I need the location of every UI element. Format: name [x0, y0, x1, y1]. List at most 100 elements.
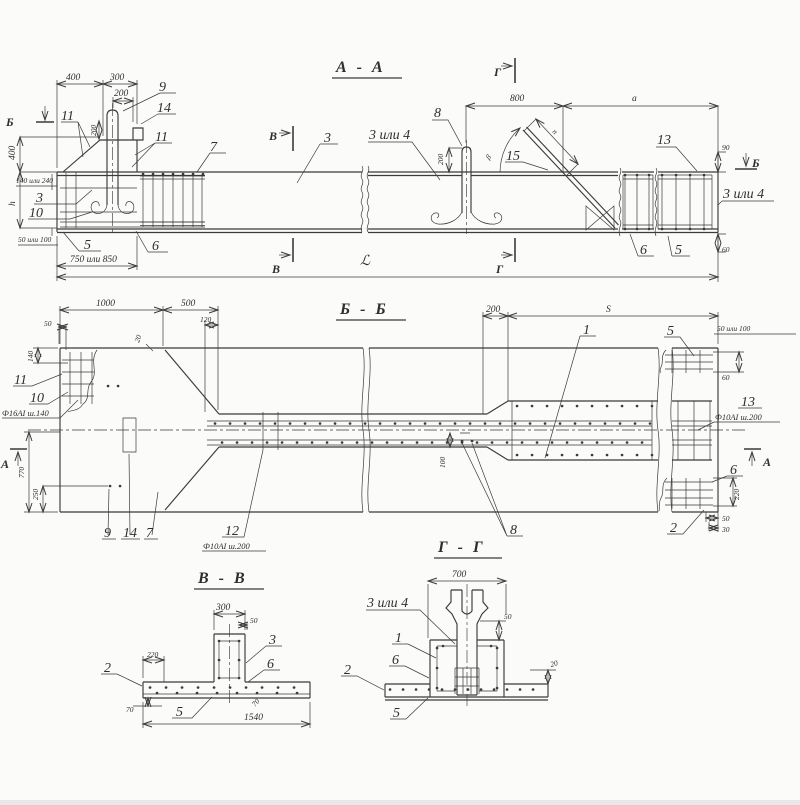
aa-label-5-end: 5 — [675, 243, 682, 258]
aa-cut-marker-b-right: Б — [735, 153, 760, 170]
vv-label-2: 2 — [104, 661, 111, 676]
aa-dim-800-text: 800 — [510, 94, 525, 104]
bb-cut-marker-a-right: А — [744, 448, 771, 469]
bb-end-cage-bars — [511, 401, 711, 460]
vv-dim-1540-text: 1540 — [244, 713, 263, 723]
aa-dim-a-text: а — [632, 94, 637, 104]
cut-label-a-right: А — [762, 455, 771, 469]
aa-dim-200-text: 200 — [114, 89, 129, 99]
bb-label-10: 10 — [30, 391, 44, 406]
aa-label-3or4-beam: 3 или 4 — [368, 128, 410, 143]
cut-label-v-bottom: В — [271, 262, 280, 276]
section-vv-title: В - В — [197, 570, 248, 587]
section-bb-title: Б - Б — [339, 301, 389, 318]
bb-label-12: 12 — [225, 524, 239, 539]
aa-dim-h400-text: 400 — [8, 146, 18, 161]
aa-label-14: 14 — [157, 101, 171, 116]
cut-label-g-top: Г — [493, 65, 502, 79]
vv-dim-300-text: 300 — [215, 603, 231, 613]
aa-dim-beta-text: β — [483, 152, 493, 162]
section-gg: Г - Г 700 50 20 3 или 4 1 6 2 5 — [341, 539, 559, 721]
gg-dim-50-text: 50 — [504, 612, 512, 621]
bb-label-6: 6 — [730, 463, 737, 478]
aa-label-15: 15 — [506, 149, 520, 164]
vv-stem-cage-dots — [217, 639, 241, 680]
vv-dim-220-text: 220 — [147, 650, 159, 659]
aa-dim-60-text: 60 — [722, 245, 730, 254]
aa-cut-marker-v-top: В — [268, 126, 294, 151]
aa-break-lines — [360, 165, 658, 237]
bb-leader-lines — [2, 333, 796, 552]
gg-label-5: 5 — [393, 706, 400, 721]
cut-label-a-left: А — [0, 457, 9, 471]
aa-loop-hooks — [90, 201, 135, 214]
gg-slab-outline — [384, 683, 549, 701]
aa-cut-marker-v-bottom: В — [271, 238, 294, 276]
bb-label-9: 9 — [104, 526, 111, 541]
bb-taper-lines — [164, 349, 712, 511]
gg-leader-lines — [341, 609, 456, 720]
vv-stem-cage — [218, 640, 240, 679]
gg-label-3or4: 3 или 4 — [366, 596, 408, 611]
bb-rebar-strips — [207, 420, 712, 446]
section-aa: А - А — [5, 58, 774, 282]
bb-spec-16: Ф16АI ш.140 — [2, 408, 50, 418]
gg-extension-lines — [427, 584, 556, 671]
bb-plate14 — [122, 417, 137, 453]
gg-label-1: 1 — [395, 631, 402, 646]
aa-dim-50-100-text: 50 или 100 — [18, 235, 52, 244]
bb-dim-60-text: 60 — [722, 373, 730, 382]
aa-leader-lines — [16, 92, 774, 257]
bb-mesh-topright — [659, 349, 713, 374]
aa-dim-fork200-text: 200 — [436, 154, 445, 166]
section-vv: В - В 300 50 220 70 1540 70 2 3 6 5 — [101, 570, 312, 728]
aa-label-5-left: 5 — [84, 238, 91, 253]
aa-cut-marker-b-left: Б — [5, 106, 54, 129]
gg-dim-700-text: 700 — [452, 570, 467, 580]
vv-dim-70-text: 70 — [126, 705, 134, 714]
section-gg-title: Г - Г — [437, 539, 486, 556]
bb-dim-140-text: 140 — [26, 351, 35, 363]
aa-cage7 — [140, 174, 205, 227]
bb-dim-250-text: 250 — [31, 489, 40, 501]
aa-dim-140-240-text: 140 или 240 — [16, 176, 53, 185]
bb-label-1: 1 — [583, 323, 590, 338]
bb-dim-g30-text: 30 — [721, 525, 730, 534]
section-bb: Б - Б — [0, 299, 796, 552]
aa-label-13: 13 — [657, 133, 671, 148]
vv-label-5: 5 — [176, 705, 183, 720]
aa-dim-300-text: 300 — [109, 73, 125, 83]
cut-label-b-right: Б — [751, 156, 760, 170]
bb-dim-500-text: 500 — [181, 299, 196, 309]
aa-label-3or4-end: 3 или 4 — [722, 187, 764, 202]
bb-dim-770-text: 770 — [17, 467, 26, 479]
bb-label-8: 8 — [510, 523, 517, 538]
aa-dim-n-text: n — [551, 127, 560, 136]
aa-label-3-beam: 3 — [323, 131, 331, 146]
cut-label-g-bottom: Г — [495, 262, 504, 276]
bb-dim-s-text: S — [606, 305, 611, 315]
aa-beam-outline — [56, 171, 719, 234]
bb-dim-120-text: 120 — [200, 315, 212, 324]
aa-dim-h-text: h — [8, 201, 18, 206]
vv-extension-lines — [133, 610, 311, 728]
aa-label-9: 9 — [159, 80, 166, 95]
aa-label-7: 7 — [210, 140, 218, 155]
bb-dim-1000-text: 1000 — [96, 299, 115, 309]
bb-mesh-topleft — [62, 349, 98, 413]
aa-label-8: 8 — [434, 106, 441, 121]
aa-cut-marker-g-bottom: Г — [495, 238, 516, 276]
aa-label-6-left: 6 — [152, 239, 159, 254]
gg-fork-outline — [445, 589, 489, 696]
aa-label-3-col: 3 — [35, 191, 43, 206]
aa-label-11-right: 11 — [155, 130, 168, 145]
aa-angle-arc — [499, 126, 522, 173]
bb-label-13: 13 — [741, 395, 755, 410]
bb-stud-dots — [106, 384, 474, 488]
bb-dim-100-text: 100 — [438, 457, 447, 469]
bb-label-14: 14 — [123, 526, 137, 541]
vv-dim-70r-text: 70 — [250, 697, 262, 709]
bb-mesh12-bars — [262, 412, 279, 450]
